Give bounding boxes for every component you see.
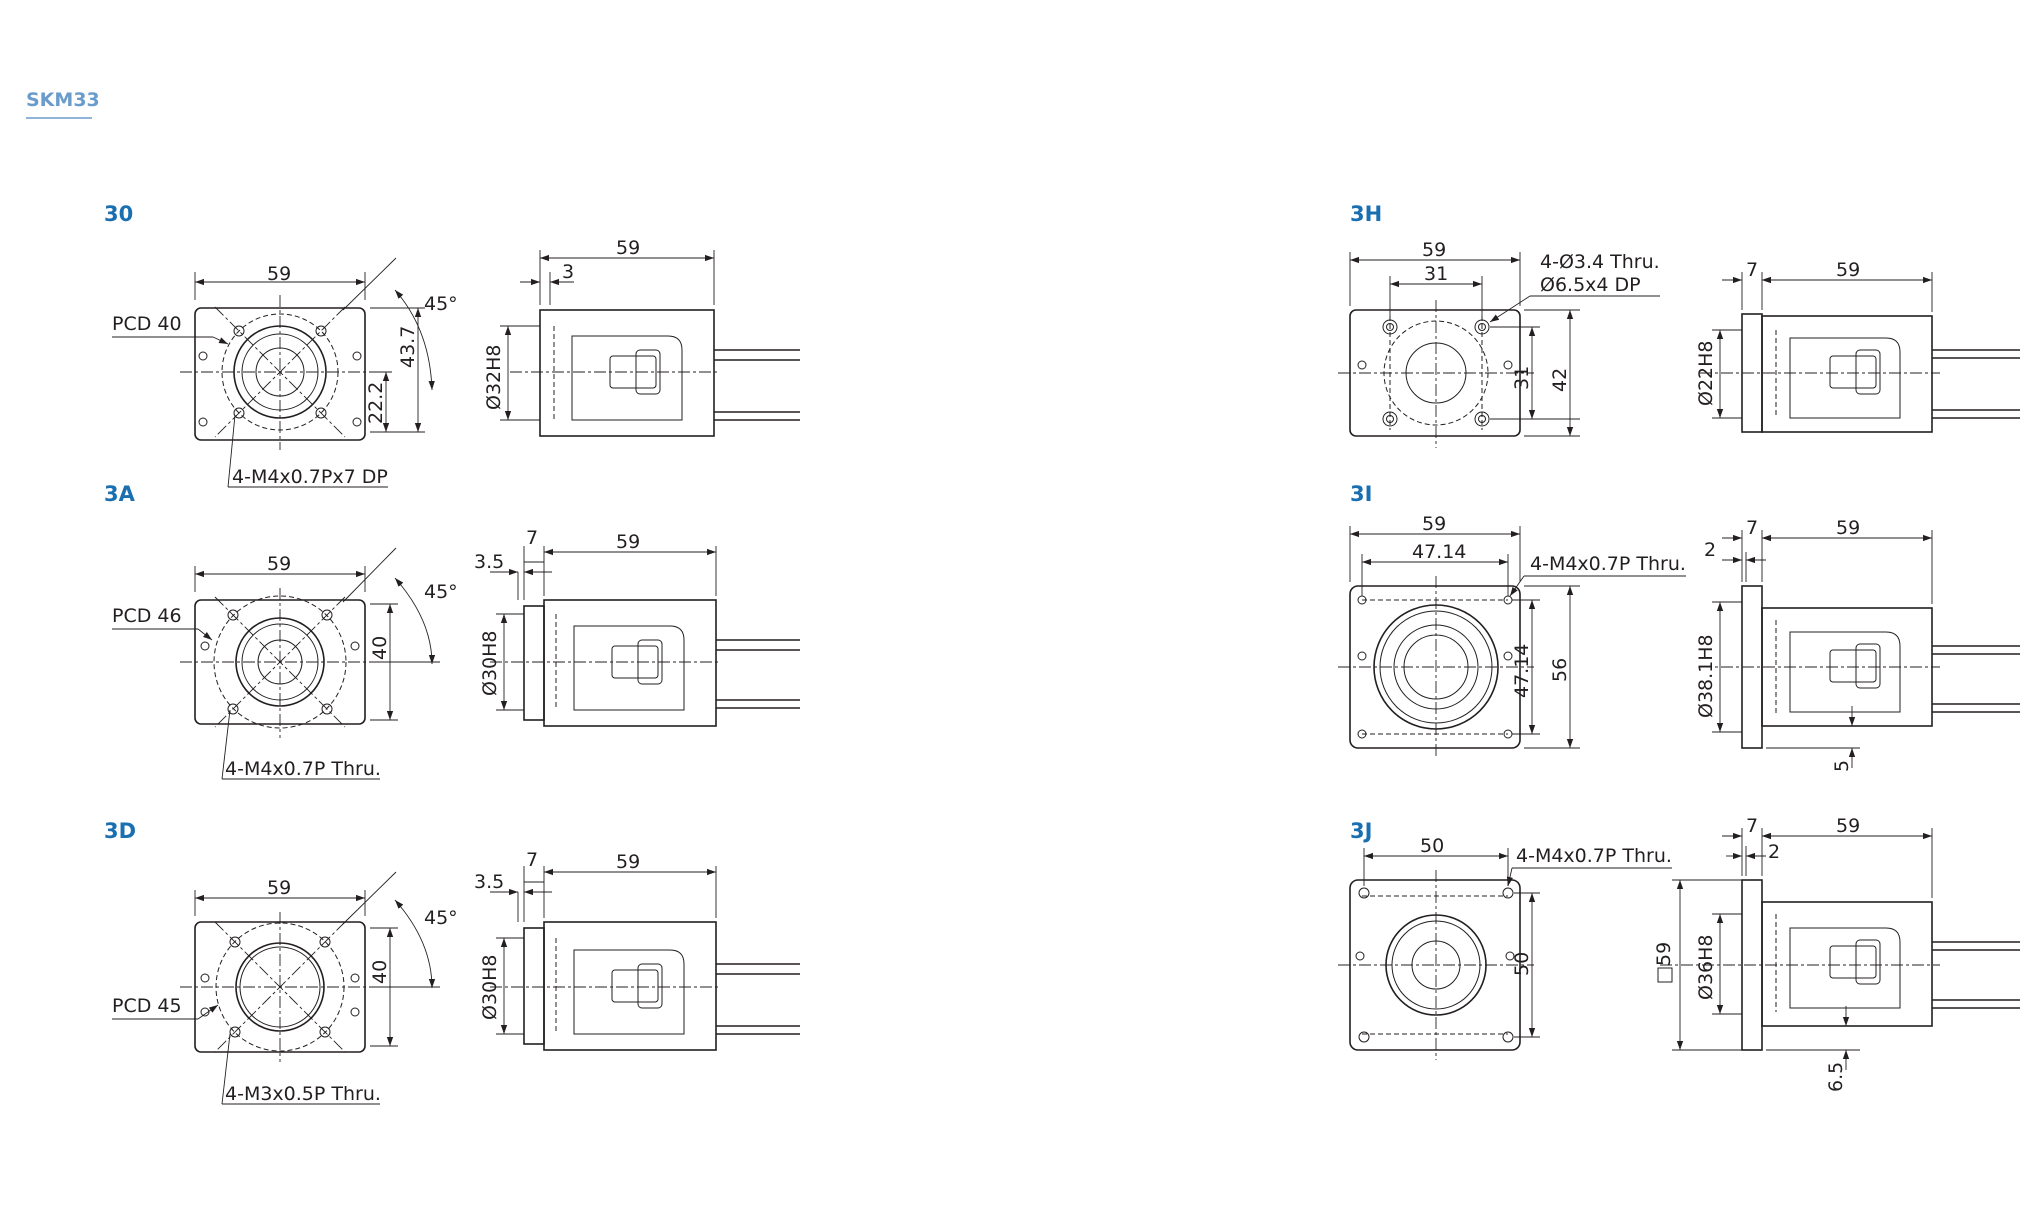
square-dim: 59 [1653, 942, 1675, 966]
dim-width: 50 [1420, 835, 1444, 857]
dim-h1: 43.7 [397, 326, 419, 368]
bore-dim: Ø30H8 [479, 630, 501, 696]
side-view [490, 921, 800, 1051]
holes-note-2: Ø6.5x4 DP [1540, 274, 1641, 296]
side-b: 7 [526, 849, 538, 871]
bottom-dim: 5 [1831, 760, 1853, 772]
dim-h1: 40 [369, 960, 391, 984]
dim-width: 59 [267, 263, 291, 285]
bore-dim: Ø36H8 [1695, 934, 1717, 1000]
section-3h: 3H 59 31 4-Ø3.4 Thru. Ø6.5x4 DP 31 42 [1338, 202, 2020, 448]
side-a: 3.5 [474, 551, 504, 573]
dim-h2: 22.2 [365, 382, 387, 424]
bore-dim: Ø32H8 [483, 344, 505, 410]
side-view [510, 309, 800, 437]
section-code: 3A [104, 482, 136, 506]
section-code: 3I [1350, 482, 1372, 506]
dim-h-inner: 31 [1511, 366, 1533, 390]
side-a: 2 [1704, 539, 1716, 561]
dim-h-outer: 42 [1549, 368, 1571, 392]
side-b: 7 [526, 527, 538, 549]
angle-label: 45° [424, 581, 458, 603]
dim-h-inner: 47.14 [1511, 644, 1533, 698]
dim-h1: 40 [369, 636, 391, 660]
side-b: 7 [1746, 815, 1758, 837]
angle-label: 45° [424, 293, 458, 315]
holes-note: 4-M4x0.7P Thru. [1516, 845, 1672, 867]
front-view [180, 912, 380, 1062]
side-length: 59 [1836, 815, 1860, 837]
side-view [490, 599, 800, 727]
section-code: 3D [104, 819, 136, 843]
bore-dim: Ø38.1H8 [1695, 634, 1717, 718]
pcd-label: PCD 40 [112, 313, 182, 335]
dim-inner-width: 47.14 [1412, 541, 1466, 563]
dim-width: 59 [267, 553, 291, 575]
side-length: 59 [616, 851, 640, 873]
side-a: 3.5 [474, 871, 504, 893]
pcd-label: PCD 46 [112, 605, 182, 627]
dim-inner-width: 31 [1424, 263, 1448, 285]
holes-note: 4-M4x0.7P Thru. [225, 758, 381, 780]
dim-h-outer: 50 [1511, 952, 1533, 976]
side-b: 7 [1746, 259, 1758, 281]
section-3d: 3D 59 PCD 45 45° 40 4-M3x0.5P Thru. [104, 819, 800, 1105]
side-length: 59 [616, 531, 640, 553]
dim-width: 59 [1422, 239, 1446, 261]
section-code: 30 [104, 202, 133, 226]
side-length: 59 [1836, 259, 1860, 281]
side-a: 2 [1768, 841, 1780, 863]
section-3i: 3I 59 47.14 4-M4x0.7P Thru. 47.14 56 [1338, 482, 2020, 772]
bore-dim: Ø22H8 [1695, 340, 1717, 406]
side-length: 59 [1836, 517, 1860, 539]
holes-note: 4-M3x0.5P Thru. [225, 1083, 381, 1105]
holes-note: 4-M4x0.7P Thru. [1530, 553, 1686, 575]
holes-note: 4-Ø3.4 Thru. [1540, 251, 1660, 273]
dim-width: 59 [267, 877, 291, 899]
section-code: 3H [1350, 202, 1382, 226]
side-view [1700, 585, 2020, 749]
front-view [180, 295, 380, 450]
front-view [1338, 576, 1534, 758]
dim-width: 59 [1422, 513, 1446, 535]
section-3j: 3J 50 4-M4x0.7P Thru. 50 [1338, 815, 2020, 1092]
bottom-dim: 6.5 [1825, 1062, 1847, 1092]
front-view [1338, 870, 1534, 1060]
model-title: SKM33 [26, 89, 100, 111]
side-offset: 3 [562, 261, 574, 283]
front-view [180, 588, 380, 738]
section-30: 30 59 PCD 40 45° 43.7 22.2 [104, 202, 800, 488]
side-length: 59 [616, 237, 640, 259]
pcd-label: PCD 45 [112, 995, 182, 1017]
angle-label: 45° [424, 907, 458, 929]
section-code: 3J [1350, 819, 1372, 843]
bore-dim: Ø30H8 [479, 954, 501, 1020]
dim-h-outer: 56 [1549, 658, 1571, 682]
side-view [1700, 313, 2020, 433]
front-view [1338, 300, 1534, 448]
holes-note: 4-M4x0.7Px7 DP [232, 466, 388, 488]
section-3a: 3A 59 PCD 46 45° 40 4-M4x0.7P Thru. [104, 482, 800, 780]
side-b: 7 [1746, 517, 1758, 539]
